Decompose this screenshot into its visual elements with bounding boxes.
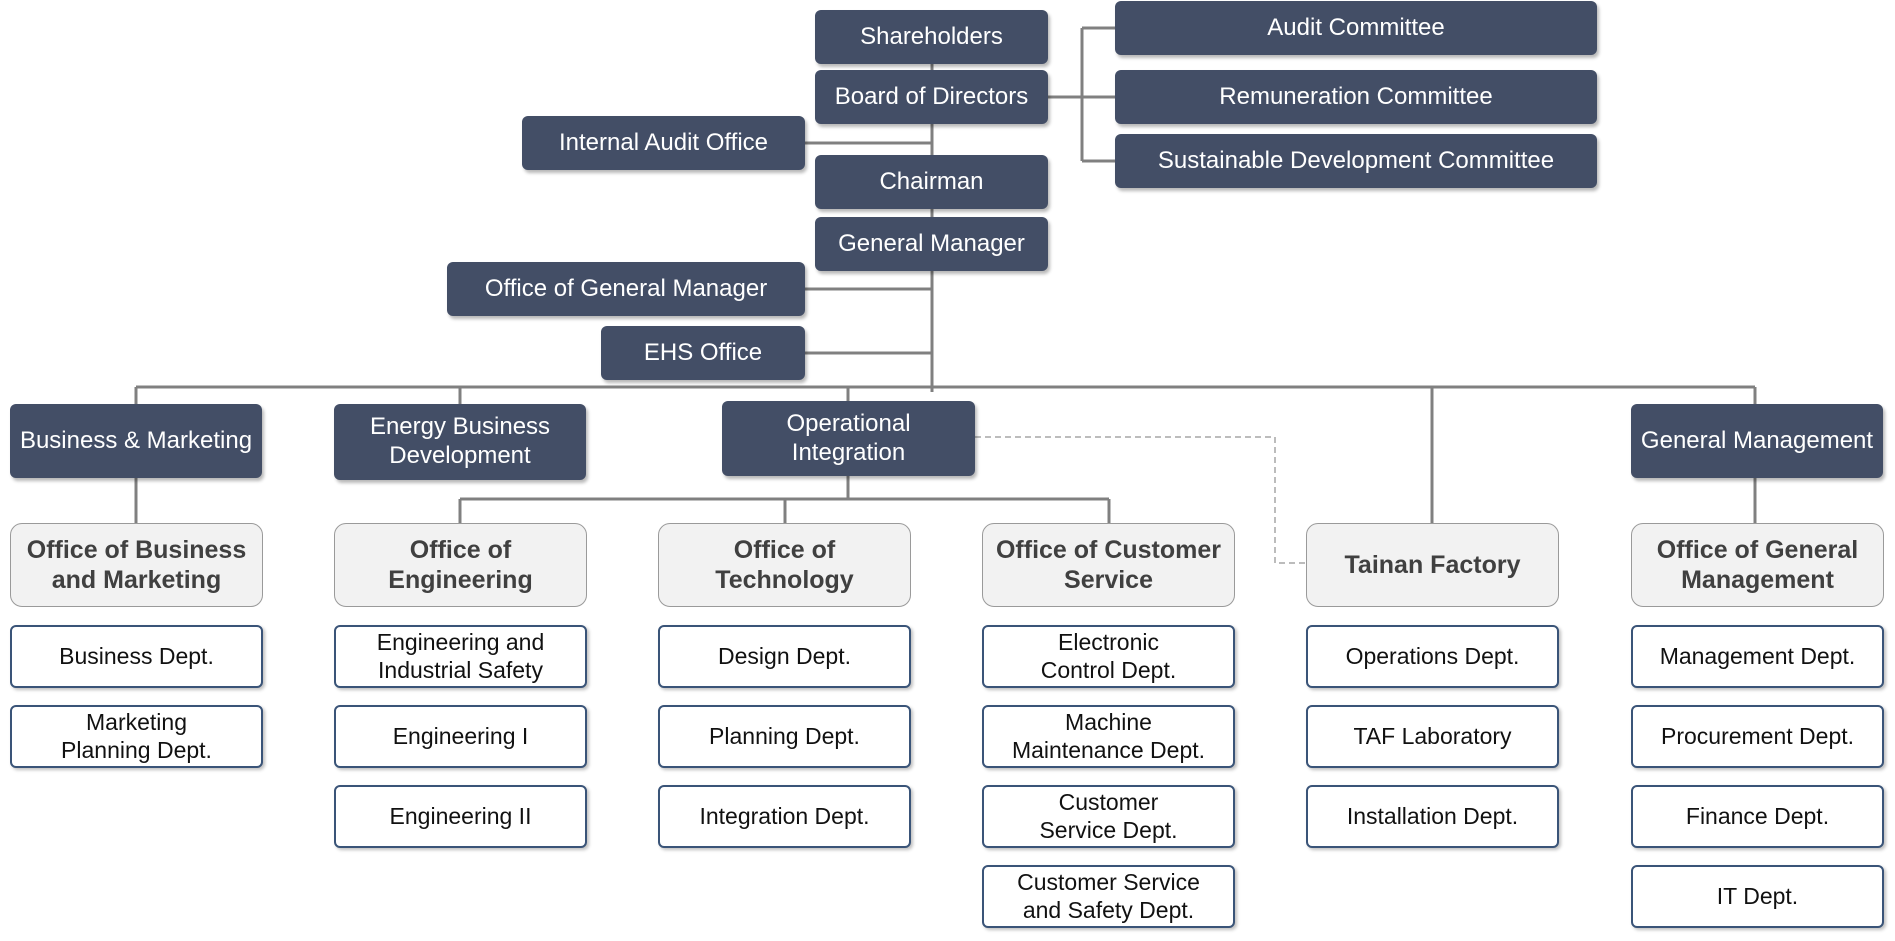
dept-engineering-i: Engineering I <box>334 705 587 768</box>
board-of-directors-label: Board of Directors <box>834 82 1029 110</box>
office-label: Office of Engineering <box>388 536 533 594</box>
dept-label: Customer Service and Safety Dept. <box>1017 868 1200 923</box>
shareholders-label: Shareholders <box>860 22 1003 50</box>
general-manager-label: General Manager <box>838 229 1025 257</box>
office-label: Office of Customer Service <box>995 536 1222 594</box>
dashed-link-tainan <box>975 436 1306 564</box>
dept-planning: Planning Dept. <box>658 705 911 768</box>
dept-electronic-control: Electronic Control Dept. <box>982 625 1235 688</box>
dept-taf-laboratory: TAF Laboratory <box>1306 705 1559 768</box>
internal-audit-office-label: Internal Audit Office <box>558 128 768 156</box>
dept-customer-service: Customer Service Dept. <box>982 785 1235 848</box>
dept-label: Customer Service Dept. <box>1039 788 1178 843</box>
dept-label: IT Dept. <box>1716 882 1799 909</box>
office-of-general-manager-label: Office of General Manager <box>484 274 768 302</box>
office-tainan-factory: Tainan Factory <box>1306 523 1559 607</box>
division-label: Operational Integration <box>786 409 911 466</box>
dept-label: Machine Maintenance Dept. <box>1011 708 1206 763</box>
dept-label: Design Dept. <box>718 642 851 669</box>
dept-label: Electronic Control Dept. <box>1040 628 1177 683</box>
remuneration-committee-label: Remuneration Committee <box>1219 82 1493 110</box>
division-label: Energy Business Development <box>369 413 551 469</box>
committee-bracket <box>1048 26 1115 163</box>
dept-label: Procurement Dept. <box>1660 722 1855 749</box>
office-label: Office of General Management <box>1656 536 1859 594</box>
dept-label: Planning Dept. <box>709 722 860 749</box>
dept-finance: Finance Dept. <box>1631 785 1884 848</box>
sustainable-development-committee-label: Sustainable Development Committee <box>1157 146 1555 174</box>
dept-label: Engineering II <box>389 802 532 829</box>
division-label: General Management <box>1640 426 1874 454</box>
dept-integration: Integration Dept. <box>658 785 911 848</box>
office-label: Tainan Factory <box>1344 551 1521 579</box>
shareholders-box: Shareholders <box>815 10 1048 64</box>
audit-committee-label: Audit Committee <box>1267 13 1445 41</box>
remuneration-committee-box: Remuneration Committee <box>1115 70 1597 124</box>
sustainable-development-committee-box: Sustainable Development Committee <box>1115 134 1597 188</box>
division-general-management: General Management <box>1631 404 1883 478</box>
dept-engineering-industrial-safety: Engineering and Industrial Safety <box>334 625 587 688</box>
office-label: Office of Technology <box>715 536 854 594</box>
office-of-general-manager-box: Office of General Manager <box>447 262 805 316</box>
office-general-management: Office of General Management <box>1631 523 1884 607</box>
dept-label: Operations Dept. <box>1345 642 1520 669</box>
dept-label: TAF Laboratory <box>1353 722 1512 749</box>
dept-label: Finance Dept. <box>1685 802 1830 829</box>
office-label: Office of Business and Marketing <box>26 536 247 594</box>
dept-machine-maintenance: Machine Maintenance Dept. <box>982 705 1235 768</box>
dept-operations: Operations Dept. <box>1306 625 1559 688</box>
dept-installation: Installation Dept. <box>1306 785 1559 848</box>
oi-subtree <box>458 476 1111 523</box>
office-customer-service: Office of Customer Service <box>982 523 1235 607</box>
dept-marketing-planning: Marketing Planning Dept. <box>10 705 263 768</box>
dept-label: Marketing Planning Dept. <box>61 708 212 763</box>
division-energy-business-development: Energy Business Development <box>334 404 586 480</box>
ehs-office-box: EHS Office <box>601 326 805 380</box>
dept-procurement: Procurement Dept. <box>1631 705 1884 768</box>
division-operational-integration: Operational Integration <box>722 401 975 476</box>
board-of-directors-box: Board of Directors <box>815 70 1048 124</box>
dept-it: IT Dept. <box>1631 865 1884 928</box>
office-business-marketing: Office of Business and Marketing <box>10 523 263 607</box>
office-technology: Office of Technology <box>658 523 911 607</box>
division-label: Business & Marketing <box>19 426 253 454</box>
office-engineering: Office of Engineering <box>334 523 587 607</box>
division-business-marketing: Business & Marketing <box>10 404 262 478</box>
dept-label: Installation Dept. <box>1346 802 1519 829</box>
dept-design: Design Dept. <box>658 625 911 688</box>
dept-engineering-ii: Engineering II <box>334 785 587 848</box>
general-manager-box: General Manager <box>815 217 1048 271</box>
dept-label: Management Dept. <box>1659 642 1856 669</box>
chairman-box: Chairman <box>815 155 1048 209</box>
division-drops <box>134 387 1757 523</box>
audit-committee-box: Audit Committee <box>1115 1 1597 55</box>
ehs-office-label: EHS Office <box>643 338 763 366</box>
dept-label: Engineering and Industrial Safety <box>376 628 545 683</box>
dept-label: Integration Dept. <box>699 802 870 829</box>
dept-label: Engineering I <box>392 722 529 749</box>
dept-label: Business Dept. <box>59 642 214 669</box>
internal-audit-office-box: Internal Audit Office <box>522 116 805 170</box>
dept-management: Management Dept. <box>1631 625 1884 688</box>
chairman-label: Chairman <box>879 167 984 195</box>
dept-customer-service-safety: Customer Service and Safety Dept. <box>982 865 1235 928</box>
dept-business: Business Dept. <box>10 625 263 688</box>
